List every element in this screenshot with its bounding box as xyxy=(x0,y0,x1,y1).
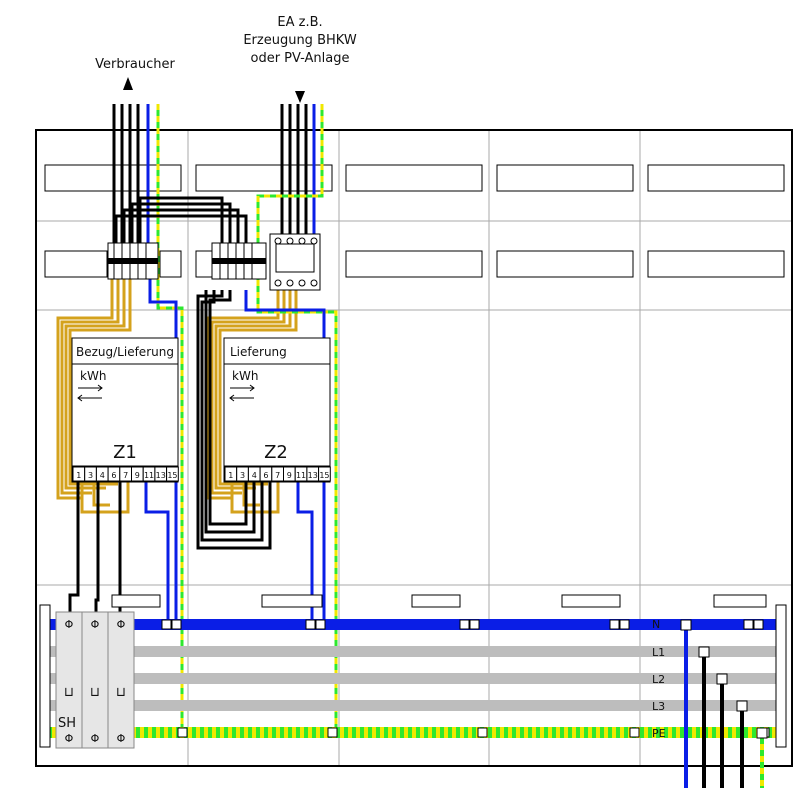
supply-clamps xyxy=(680,619,768,739)
busbar-bracket-left xyxy=(39,604,51,748)
svg-text:⊔: ⊔ xyxy=(64,685,74,700)
meter-terminal xyxy=(166,466,179,482)
direction-arrows-icon xyxy=(229,384,255,402)
meter-z1-id: Z1 xyxy=(113,442,137,463)
generator-label-2: Erzeugung BHKW xyxy=(243,33,356,48)
meter-terminal-label: 7 xyxy=(275,471,280,480)
busbar-l2-label: L2 xyxy=(652,673,665,686)
meter-terminal-label: 3 xyxy=(240,471,245,480)
busbar-clamp xyxy=(609,619,620,630)
busbar-l1-label: L1 xyxy=(652,646,665,659)
meter-z2-unit: kWh xyxy=(232,369,258,383)
busbar-clamp xyxy=(743,619,754,630)
arrow-up-icon xyxy=(123,77,133,90)
svg-text:⊔: ⊔ xyxy=(116,685,126,700)
busbar-clamp xyxy=(619,619,630,630)
svg-text:Φ: Φ xyxy=(117,618,126,631)
busbar-clamp xyxy=(177,727,188,738)
meter-terminal-label: 11 xyxy=(296,471,306,480)
meter-terminal-label: 4 xyxy=(100,471,105,480)
generator-cables xyxy=(280,104,316,238)
consumer-label: Verbraucher xyxy=(95,57,175,72)
meter-terminal-label: 7 xyxy=(123,471,128,480)
crossover-wires xyxy=(114,196,248,250)
busbar-clamp xyxy=(629,727,640,738)
busbar-clamp xyxy=(477,727,488,738)
meter-terminal-label: 1 xyxy=(228,471,233,480)
arrow-down-icon xyxy=(295,91,305,103)
busbar-bracket-right xyxy=(775,604,787,748)
busbar-l1 xyxy=(48,646,776,657)
meter-z2-title: Lieferung xyxy=(230,345,287,359)
meter-terminal-label: 13 xyxy=(156,471,166,480)
meter-terminal-label: 9 xyxy=(287,471,292,480)
busbar-pe xyxy=(48,727,776,738)
busbar-n-label: N xyxy=(652,618,660,631)
meter-terminal-label: 13 xyxy=(308,471,318,480)
meter-terminal-label: 9 xyxy=(135,471,140,480)
small-terminal-strips xyxy=(111,594,767,608)
meter-z2-id: Z2 xyxy=(264,442,288,463)
generator-label-3: oder PV-Anlage xyxy=(250,51,349,66)
busbar-clamp xyxy=(161,619,172,630)
black-wires-z2 xyxy=(196,290,272,550)
meter-terminal xyxy=(318,466,331,482)
meter-z1-unit: kWh xyxy=(80,369,106,383)
cabinet-dividers xyxy=(37,131,791,765)
busbar-clamp xyxy=(459,619,470,630)
main-switch-label: SH xyxy=(58,716,76,731)
generator-label-1: EA z.B. xyxy=(277,15,322,30)
busbar-l3-label: L3 xyxy=(652,700,665,713)
busbar-clamp xyxy=(469,619,480,630)
busbar-clamp xyxy=(305,619,316,630)
meter-terminal-label: 6 xyxy=(263,471,268,480)
svg-text:Φ: Φ xyxy=(117,732,126,745)
svg-text:Φ: Φ xyxy=(65,618,74,631)
supply-cables xyxy=(684,624,764,788)
terminal-block-generator xyxy=(211,242,267,280)
svg-text:Φ: Φ xyxy=(91,618,100,631)
meter-terminal-label: 3 xyxy=(88,471,93,480)
meter-terminal-label: 15 xyxy=(319,471,329,480)
meter-z1-title: Bezug/Lieferung xyxy=(76,345,174,359)
busbar-clamp xyxy=(315,619,326,630)
consumer-cables xyxy=(112,104,160,250)
busbar-l2 xyxy=(48,673,776,684)
busbar-l3 xyxy=(48,700,776,711)
meter-terminal-label: 4 xyxy=(252,471,257,480)
meter-terminal-label: 11 xyxy=(144,471,154,480)
meter-terminal-label: 15 xyxy=(167,471,177,480)
cabinet-frame xyxy=(35,129,793,767)
busbar-pe-label: PE xyxy=(652,727,666,740)
busbar-clamp xyxy=(753,619,764,630)
svg-text:⊔: ⊔ xyxy=(90,685,100,700)
main-switch: Φ Φ Φ ⊔ ⊔ ⊔ Φ Φ Φ SH xyxy=(55,611,135,749)
meter-terminal-label: 6 xyxy=(111,471,116,480)
busbar-n xyxy=(48,619,776,630)
direction-arrows-icon xyxy=(77,384,103,402)
svg-text:Φ: Φ xyxy=(65,732,74,745)
busbar-clamp xyxy=(171,619,182,630)
terminal-block-consumer xyxy=(107,242,159,280)
meter-terminal-label: 1 xyxy=(76,471,81,480)
busbar-clamp xyxy=(327,727,338,738)
svg-text:Φ: Φ xyxy=(91,732,100,745)
generator-protection-device xyxy=(269,233,321,291)
